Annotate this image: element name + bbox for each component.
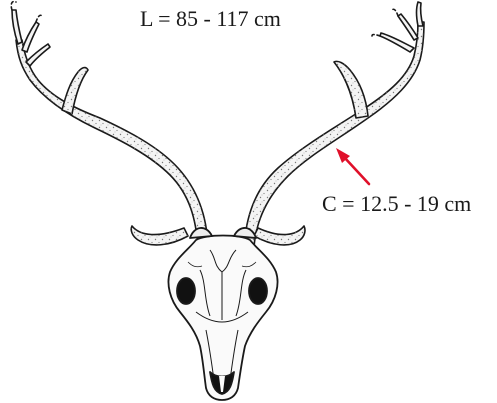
left-eye-socket [177, 278, 195, 304]
antler-length-label: L = 85 - 117 cm [140, 8, 281, 30]
right-eye-socket [249, 278, 267, 304]
skull [168, 228, 277, 400]
circumference-arrow [336, 148, 369, 184]
left-antler [11, 1, 208, 247]
antler-circumference-label: C = 12.5 - 19 cm [322, 193, 471, 215]
